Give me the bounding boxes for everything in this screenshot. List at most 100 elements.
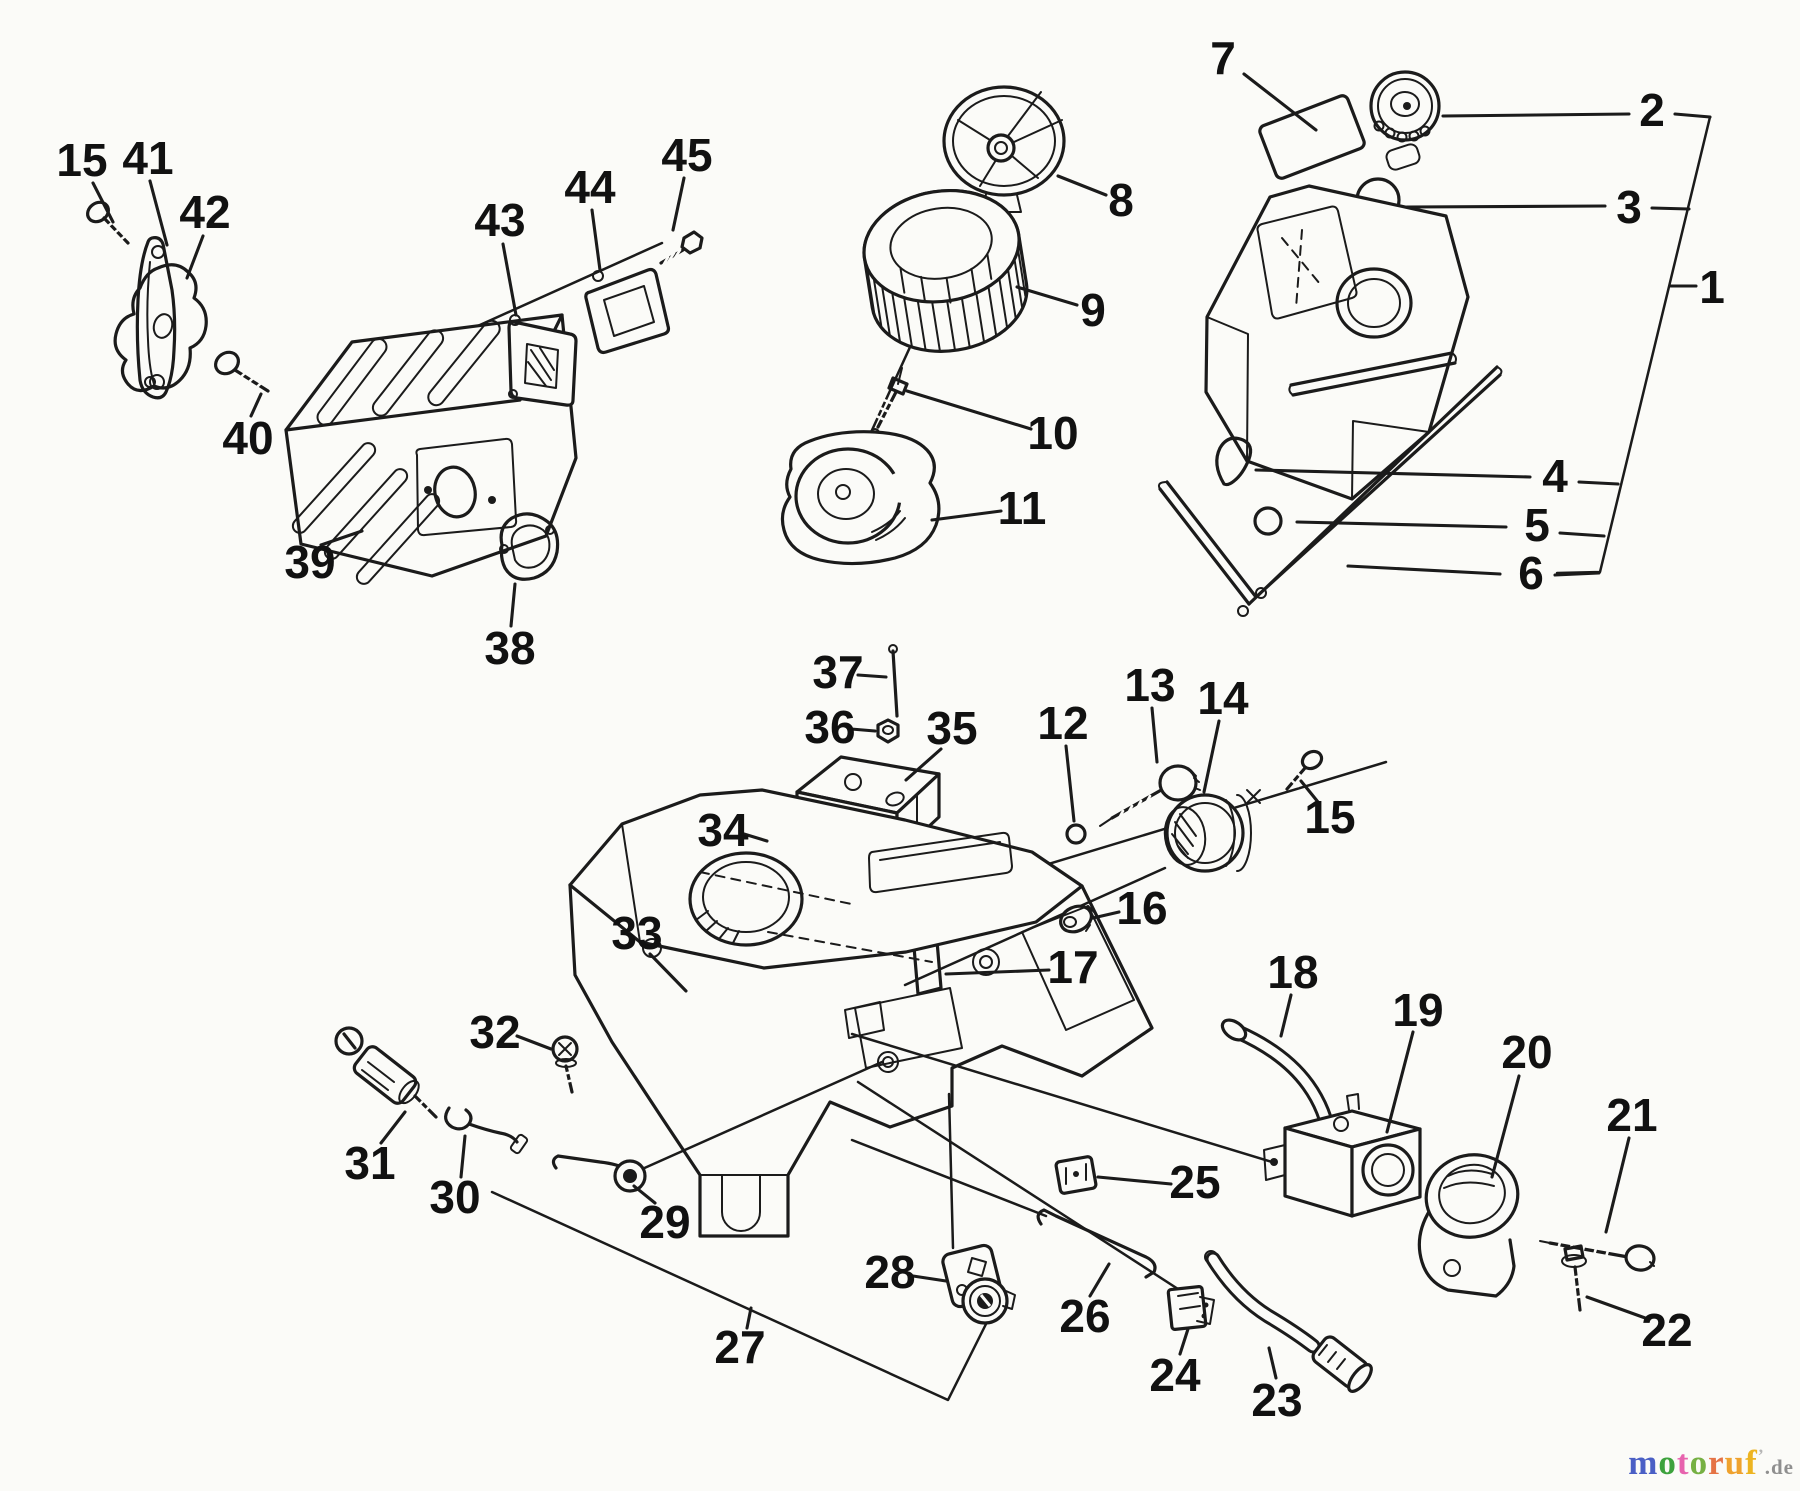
throttle-cable-23	[1204, 1250, 1373, 1393]
part-label-25: 25	[1169, 1156, 1220, 1208]
leader-30	[459, 1134, 467, 1179]
screw-32	[551, 1035, 579, 1094]
part-label-20: 20	[1501, 1026, 1552, 1078]
part-label-39: 39	[284, 536, 335, 588]
part-label-31: 31	[344, 1137, 395, 1189]
leader-38	[509, 582, 517, 628]
part-label-11: 11	[998, 482, 1047, 534]
leader-15	[91, 181, 115, 224]
part-label-21: 21	[1606, 1089, 1657, 1141]
air-cleaner-cover-1	[1204, 184, 1470, 501]
diagram-line-9	[947, 1092, 955, 1250]
leader-23	[1267, 1346, 1278, 1380]
part-label-28: 28	[864, 1246, 915, 1298]
part-label-27: 27	[714, 1321, 765, 1373]
leader2-6	[1553, 571, 1601, 577]
switch-block-24	[1166, 1285, 1215, 1331]
leader2-4	[1577, 480, 1620, 486]
nut-36	[876, 718, 900, 744]
leader-7	[1242, 72, 1318, 132]
leader-35	[904, 747, 943, 782]
part-label-40: 40	[222, 412, 273, 464]
leader-37	[856, 673, 888, 679]
part-label-30: 30	[429, 1171, 480, 1223]
leader-43	[501, 242, 518, 317]
diagram-line-8	[490, 1190, 988, 1402]
part-label-3: 3	[1616, 181, 1642, 233]
motoruf-letter: r	[1708, 1443, 1725, 1482]
part-label-24: 24	[1149, 1349, 1201, 1401]
leader-22	[1585, 1295, 1650, 1321]
part-label-22: 22	[1641, 1304, 1692, 1356]
leader-28	[911, 1274, 948, 1283]
leader-13	[1150, 706, 1159, 764]
leader-21	[1604, 1136, 1631, 1234]
leader2-2	[1673, 112, 1712, 119]
part-label-1: 1	[1699, 261, 1725, 313]
diagram-line-5	[850, 1032, 1274, 1164]
motoruf-letter: u	[1724, 1443, 1746, 1482]
diagram-line-7	[850, 1138, 1048, 1218]
leader-39	[319, 529, 364, 547]
screw-22	[1561, 1244, 1587, 1312]
leader-20	[1490, 1074, 1521, 1179]
intake-elbow-20	[1417, 1153, 1520, 1298]
motoruf-letter: t	[1676, 1443, 1690, 1482]
ignition-switch-31	[334, 1026, 438, 1119]
part-label-33: 33	[611, 907, 662, 959]
o-ring-12	[1065, 823, 1087, 845]
leader-19	[1385, 1030, 1415, 1134]
muffler-screw-45	[659, 230, 704, 266]
part-label-43: 43	[474, 194, 525, 246]
cover-pad-7	[1258, 94, 1366, 180]
motoruf-letter: o	[1689, 1443, 1709, 1482]
leader-10	[905, 389, 1033, 431]
leader-5	[1295, 520, 1508, 529]
part-label-6: 6	[1518, 547, 1544, 599]
cover-gasket-6	[1157, 351, 1503, 617]
part-label-4: 4	[1542, 450, 1568, 502]
leader2-3	[1650, 206, 1691, 211]
part-label-41: 41	[122, 132, 173, 184]
leader-6	[1346, 564, 1502, 576]
part-label-38: 38	[484, 622, 535, 674]
leader-41	[148, 179, 169, 247]
leader-9	[1015, 285, 1079, 307]
part-label-42: 42	[179, 186, 230, 238]
motoruf-logo-tick: ’	[1757, 1445, 1765, 1466]
part-label-17: 17	[1047, 941, 1098, 993]
leader-8	[1056, 174, 1108, 197]
leader-14	[1202, 719, 1221, 794]
filter-plate-11	[780, 430, 941, 566]
muffler-bolt-40	[214, 350, 270, 393]
muffler-shield-42	[113, 263, 208, 393]
leader-2	[1441, 112, 1631, 118]
leader-18	[1279, 993, 1293, 1038]
screw-15b	[1246, 749, 1324, 804]
motoruf-letter: o	[1658, 1443, 1677, 1482]
exhaust-gasket-44	[584, 267, 671, 355]
motoruf-logo-text: motoruf	[1628, 1443, 1757, 1482]
part-label-13: 13	[1124, 659, 1175, 711]
leader-40	[249, 392, 263, 418]
part-label-36: 36	[804, 701, 855, 753]
part-label-16: 16	[1116, 882, 1167, 934]
leader-32	[515, 1034, 553, 1051]
leader-26	[1088, 1262, 1111, 1298]
part-label-34: 34	[697, 804, 749, 856]
part-label-44: 44	[564, 161, 616, 213]
motoruf-letter: f	[1745, 1443, 1758, 1482]
part-label-9: 9	[1080, 284, 1106, 336]
grommet-27	[961, 1277, 1016, 1325]
carb-screw-13	[1099, 764, 1201, 827]
leader-34	[742, 832, 769, 843]
clutch-drum-14	[1163, 793, 1252, 873]
leader-17	[944, 968, 1051, 976]
leader-45	[671, 176, 686, 232]
leader-11	[930, 509, 1003, 522]
part-label-37: 37	[812, 646, 863, 698]
part-label-15: 15	[56, 134, 107, 186]
carburetor-19	[1263, 1093, 1422, 1218]
